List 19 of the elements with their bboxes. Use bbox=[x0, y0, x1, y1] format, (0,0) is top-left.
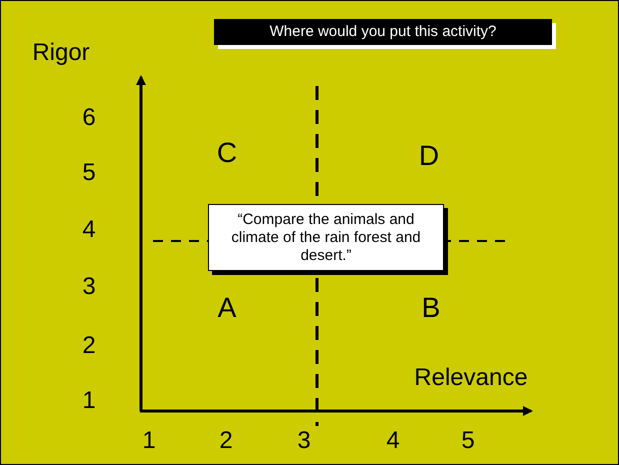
tick-label: 3 bbox=[82, 273, 96, 301]
quadrant-label: B bbox=[422, 292, 440, 324]
tick-label: 4 bbox=[386, 427, 400, 455]
quadrant-label: D bbox=[418, 140, 440, 172]
tick-label: 6 bbox=[82, 104, 96, 132]
tick-label: 2 bbox=[82, 332, 96, 360]
tick-label: 2 bbox=[219, 427, 233, 455]
title-banner: Where would you put this activity? bbox=[214, 19, 552, 45]
activity-text: “Compare the animals and climate of the rain forest and desert.” bbox=[230, 210, 422, 264]
tick-label: 5 bbox=[82, 159, 96, 187]
tick-label: 4 bbox=[82, 216, 96, 244]
tick-label: 3 bbox=[297, 427, 311, 455]
axis-title: Rigor bbox=[32, 39, 90, 67]
tick-label: 1 bbox=[82, 387, 96, 415]
tick-label: 5 bbox=[461, 427, 475, 455]
quadrant-label: A bbox=[218, 292, 236, 324]
tick-label: 1 bbox=[142, 427, 156, 455]
axis-title: Relevance bbox=[414, 364, 528, 392]
quadrant-label: C bbox=[216, 137, 238, 169]
